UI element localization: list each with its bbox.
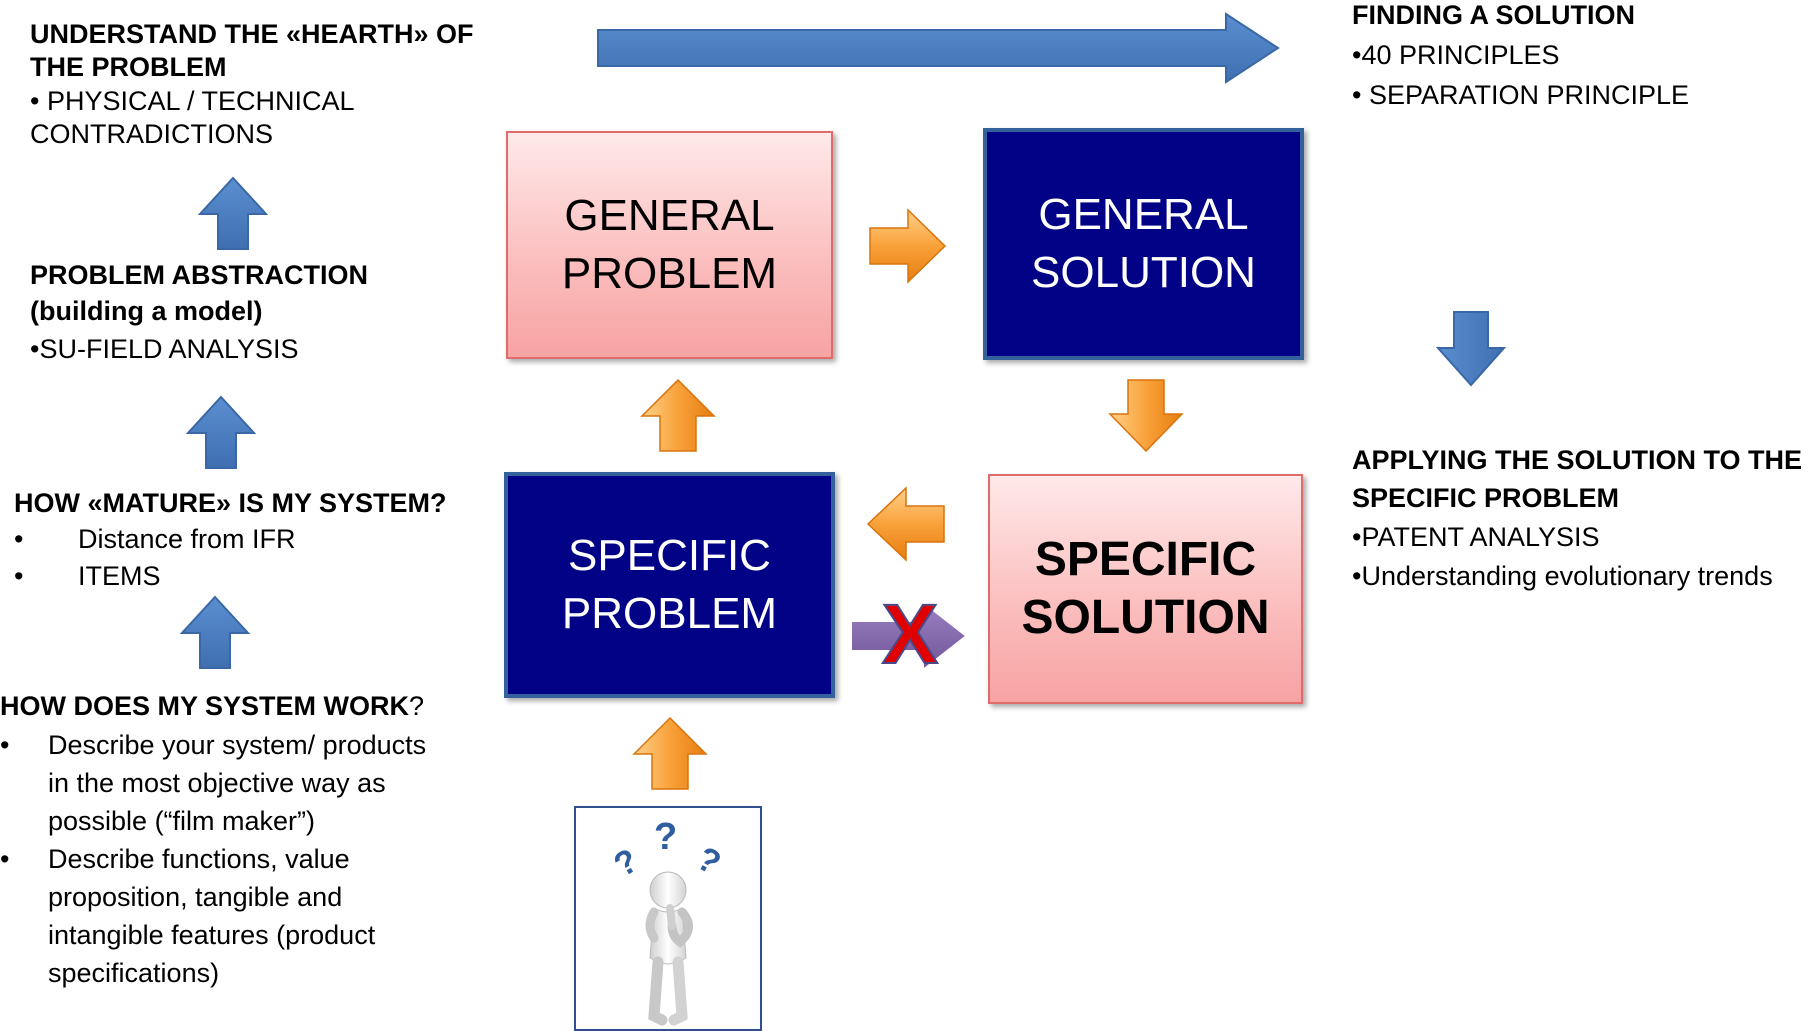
up-arrow-icon [185,395,257,469]
step-how-item-line: Describe your system/ products [48,730,427,760]
step-abstraction-title-line2: (building a model) [30,296,263,326]
applying-solution-item: •PATENT ANALYSIS [1352,522,1600,552]
general-problem-line2: PROBLEM [561,249,778,298]
finding-solution-item: •40 PRINCIPLES [1352,40,1560,70]
bullet-dot: • [0,730,10,760]
general-problem-box: GENERAL PROBLEM [506,131,833,359]
general-solution-line1: GENERAL [1038,190,1249,239]
step-how-title-bold: HOW DOES MY SYSTEM WORK [0,691,410,721]
specific-problem-line2: PROBLEM [561,589,778,638]
finding-solution-item: • SEPARATION PRINCIPLE [1352,80,1690,110]
step-how-item-line: intangible features (product [48,920,376,950]
step-understand-title-line1: UNDERSTAND THE «HEARTH» OF [30,19,474,49]
left-arrow-icon [866,486,945,562]
step-maturity-title: HOW «MATURE» IS MY SYSTEM? [14,488,447,518]
applying-solution-item: •Understanding evolutionary trends [1352,561,1773,591]
bullet-dot: • [14,524,24,554]
right-long-arrow-icon [597,12,1280,84]
step-maturity-item: Distance from IFR [78,524,296,554]
specific-solution-line1: SPECIFIC [1034,533,1257,586]
up-arrow-icon [179,595,251,669]
up-arrow-icon [632,716,708,790]
up-arrow-icon [197,176,269,250]
step-how-item-line: proposition, tangible and [48,882,343,912]
step-how-title-rest: ? [409,691,425,721]
step-abstraction-item: •SU-FIELD ANALYSIS [30,334,299,364]
bullet-dot: • [14,561,24,591]
thinking-person-icon [645,871,693,1026]
step-understand-item-line1: • PHYSICAL / TECHNICAL [30,86,355,116]
specific-problem-line1: SPECIFIC [568,531,771,580]
general-solution-line2: SOLUTION [1031,248,1256,297]
crossed-direct-arrow: X [846,586,972,682]
down-arrow-icon [1108,379,1184,453]
thinking-person-image: ? ? ? [574,806,762,1031]
specific-problem-box: SPECIFIC PROBLEM [504,472,835,698]
finding-solution-title: FINDING A SOLUTION [1352,0,1635,30]
step-understand-item-line2: CONTRADICTIONS [30,119,273,149]
specific-solution-line2: SOLUTION [1021,591,1270,644]
step-understand-title-line2: THE PROBLEM [30,52,227,82]
specific-solution-box: SPECIFIC SOLUTION [988,474,1303,704]
step-how-item-line: in the most objective way as [48,768,386,798]
step-abstraction-title-line1: PROBLEM ABSTRACTION [30,260,368,290]
right-arrow-icon [869,208,947,284]
question-mark-icon: ? [654,816,678,858]
right-arrow-icon [848,595,972,677]
step-how-item-line: possible (“film maker”) [48,806,316,836]
general-solution-box: GENERAL SOLUTION [983,128,1304,360]
step-how-item-line: Describe functions, value [48,844,350,874]
applying-solution-title-line2: SPECIFIC PROBLEM [1352,483,1620,513]
down-arrow-icon [1435,311,1507,387]
bullet-dot: • [0,844,10,874]
general-problem-line1: GENERAL [564,191,775,240]
applying-solution-title-line1: APPLYING THE SOLUTION TO THE [1352,445,1803,475]
step-maturity-item: ITEMS [78,561,161,591]
step-how-title: HOW DOES MY SYSTEM WORK? [0,687,424,725]
up-arrow-icon [640,378,716,452]
step-how-item-line: specifications) [48,958,220,988]
cross-mark: X [881,586,939,682]
